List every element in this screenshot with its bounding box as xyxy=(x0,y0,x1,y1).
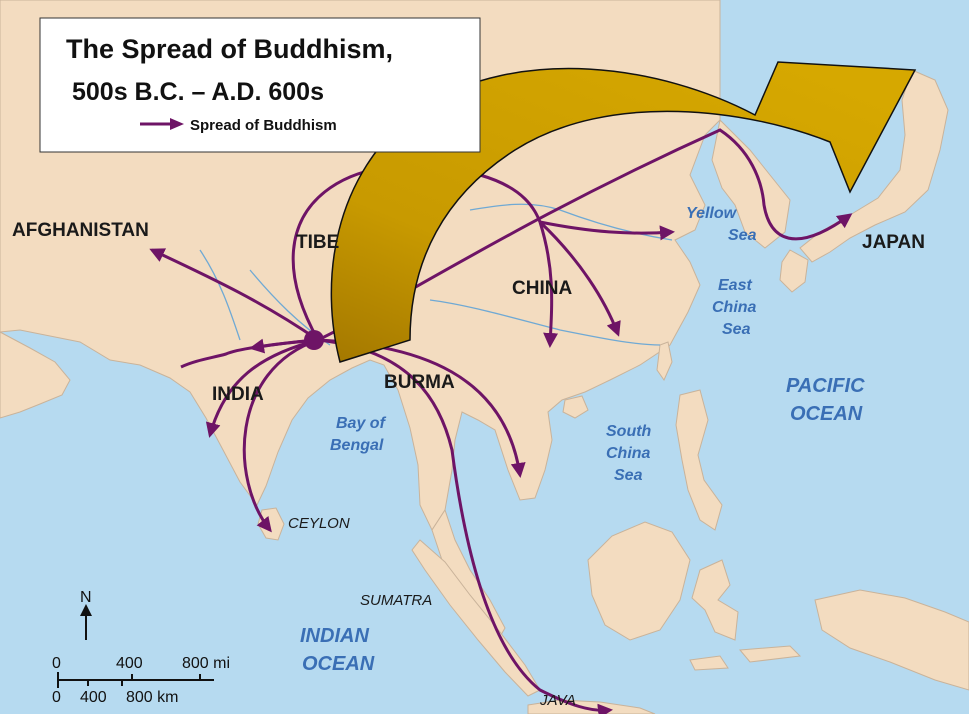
scale-km-0: 0 xyxy=(52,689,61,706)
borneo-island xyxy=(587,521,691,641)
label-ceylon: CEYLON xyxy=(288,515,350,532)
label-east-china-sea-1: East xyxy=(718,277,752,294)
scale-km-800: 800 km xyxy=(126,689,178,706)
label-india: INDIA xyxy=(212,384,264,405)
western-land xyxy=(0,331,71,419)
label-south-china-sea-1: South xyxy=(606,423,652,440)
taiwan-island xyxy=(656,341,673,382)
legend-label: Spread of Buddhism xyxy=(190,117,337,134)
label-east-china-sea-3: Sea xyxy=(722,321,751,338)
label-south-china-sea-2: China xyxy=(606,445,651,462)
map-title: The Spread of Buddhism, xyxy=(66,34,393,64)
label-java: JAVA xyxy=(539,692,576,709)
japan-main xyxy=(799,69,949,263)
north-arrow-icon xyxy=(80,604,92,640)
label-japan: JAPAN xyxy=(862,232,925,253)
new-guinea xyxy=(814,589,969,691)
origin-point xyxy=(304,330,324,350)
label-bay-of-bengal-1: Bay of xyxy=(336,415,387,432)
label-china: CHINA xyxy=(512,278,572,299)
scale-mi-400: 400 xyxy=(116,655,143,672)
label-burma: BURMA xyxy=(384,372,455,393)
sumatra-island xyxy=(411,539,541,697)
label-pacific-ocean-2: OCEAN xyxy=(790,403,863,425)
label-south-china-sea-3: Sea xyxy=(614,467,643,484)
scale-km-400: 400 xyxy=(80,689,107,706)
map-subtitle: 500s B.C. – A.D. 600s xyxy=(72,78,324,106)
korea xyxy=(711,118,791,249)
label-sumatra: SUMATRA xyxy=(360,592,432,609)
label-bay-of-bengal-2: Bengal xyxy=(330,437,384,454)
rivers xyxy=(199,203,673,346)
scale-mi-800: 800 mi xyxy=(182,655,230,672)
label-afghanistan: AFGHANISTAN xyxy=(12,220,149,241)
label-indian-ocean-1: INDIAN xyxy=(300,625,369,647)
label-yellow-sea-2: Sea xyxy=(728,227,757,244)
label-pacific-ocean-1: PACIFIC xyxy=(786,375,865,397)
scale-mi-0: 0 xyxy=(52,655,61,672)
hainan-island xyxy=(562,395,589,419)
scale-bar xyxy=(57,672,214,688)
label-indian-ocean-2: OCEAN xyxy=(302,653,375,675)
philippines xyxy=(675,389,723,531)
north-label: N xyxy=(80,589,92,606)
eastern-islands xyxy=(689,645,802,671)
label-tibet: TIBE xyxy=(296,232,339,253)
label-yellow-sea-1: Yellow xyxy=(686,205,738,222)
sulawesi-island xyxy=(691,559,739,641)
label-east-china-sea-2: China xyxy=(712,299,757,316)
legend-arrow-icon xyxy=(140,118,184,130)
japan-kyushu xyxy=(779,249,809,293)
title-box: The Spread of Buddhism, 500s B.C. – A.D.… xyxy=(39,17,481,153)
